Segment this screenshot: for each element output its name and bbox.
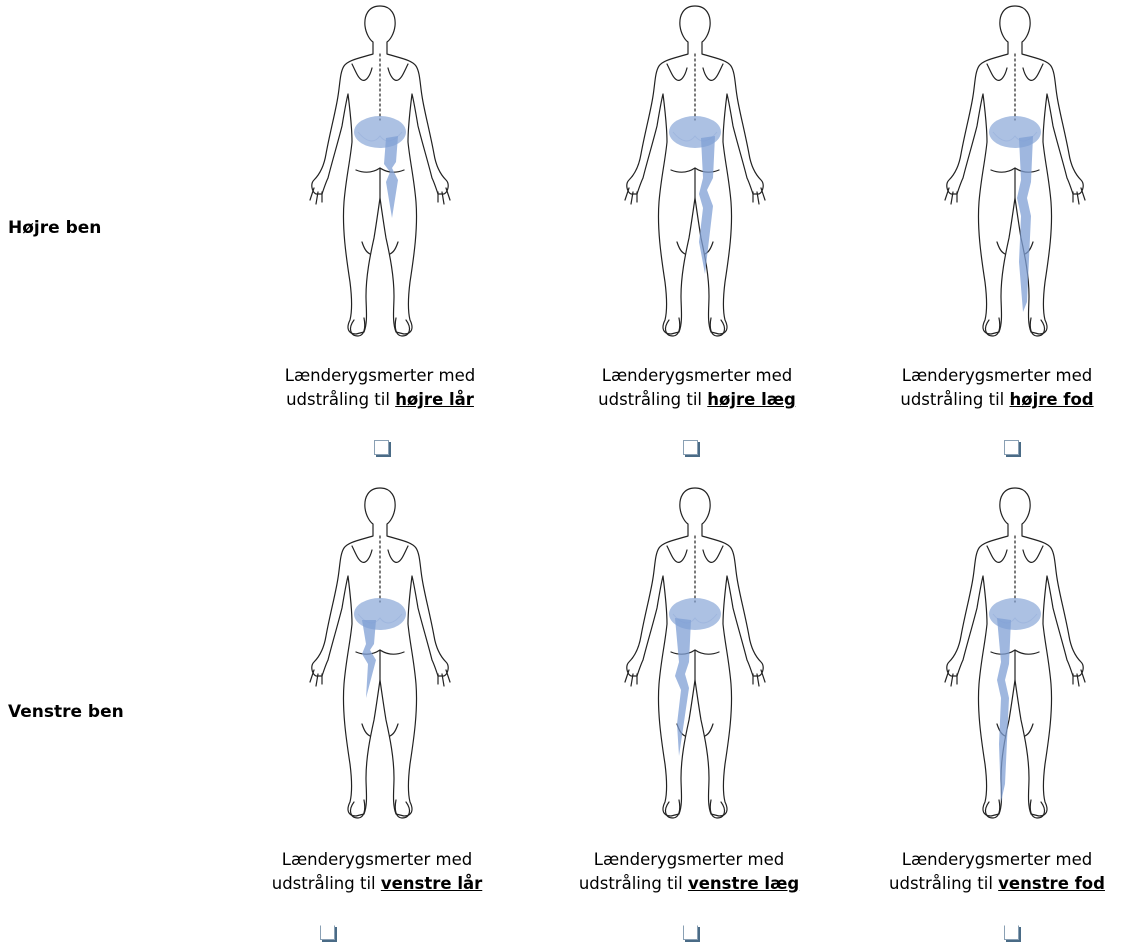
caption-line: Lænderygsmerter med (547, 364, 847, 388)
caption-emphasis: venstre fod (998, 874, 1105, 893)
caption-prefix: udstråling til (889, 874, 998, 893)
checkbox-left-calf[interactable] (683, 925, 698, 940)
body-diagram-left-foot (935, 484, 1095, 829)
row-label-right-leg: Højre ben (8, 218, 101, 238)
checkbox-left-foot[interactable] (1004, 925, 1019, 940)
caption-left-foot: Lænderygsmerter med udstråling til venst… (847, 848, 1124, 896)
body-diagram-left-thigh (300, 484, 460, 829)
body-outline-icon (300, 2, 460, 347)
caption-emphasis: højre fod (1009, 390, 1093, 409)
body-outline-icon (615, 484, 775, 829)
caption-line: Lænderygsmerter med (847, 848, 1124, 872)
checkbox-right-foot[interactable] (1004, 440, 1019, 455)
caption-prefix: udstråling til (579, 874, 688, 893)
caption-prefix: udstråling til (272, 874, 381, 893)
body-outline-icon (300, 484, 460, 829)
caption-emphasis: højre lår (395, 390, 474, 409)
caption-line: Lænderygsmerter med (227, 848, 527, 872)
body-diagram-right-foot (935, 2, 1095, 347)
caption-emphasis: venstre læg (688, 874, 799, 893)
caption-prefix: udstråling til (598, 390, 707, 409)
body-diagram-right-calf (615, 2, 775, 347)
body-outline-icon (935, 2, 1095, 347)
body-outline-icon (615, 2, 775, 347)
caption-left-calf: Lænderygsmerter med udstråling til venst… (539, 848, 839, 896)
caption-prefix: udstråling til (900, 390, 1009, 409)
checkbox-right-thigh[interactable] (374, 440, 389, 455)
caption-emphasis: venstre lår (381, 874, 482, 893)
caption-line: Lænderygsmerter med (230, 364, 530, 388)
body-diagram-right-thigh (300, 2, 460, 347)
caption-line: Lænderygsmerter med (847, 364, 1124, 388)
caption-right-thigh: Lænderygsmerter med udstråling til højre… (230, 364, 530, 412)
caption-prefix: udstråling til (286, 390, 395, 409)
body-diagram-left-calf (615, 484, 775, 829)
caption-left-thigh: Lænderygsmerter med udstråling til venst… (227, 848, 527, 896)
row-label-left-leg: Venstre ben (8, 702, 124, 722)
caption-right-foot: Lænderygsmerter med udstråling til højre… (847, 364, 1124, 412)
caption-emphasis: højre læg (707, 390, 796, 409)
caption-right-calf: Lænderygsmerter med udstråling til højre… (547, 364, 847, 412)
caption-line: Lænderygsmerter med (539, 848, 839, 872)
body-outline-icon (935, 484, 1095, 829)
checkbox-left-thigh[interactable] (320, 925, 335, 940)
checkbox-right-calf[interactable] (683, 440, 698, 455)
